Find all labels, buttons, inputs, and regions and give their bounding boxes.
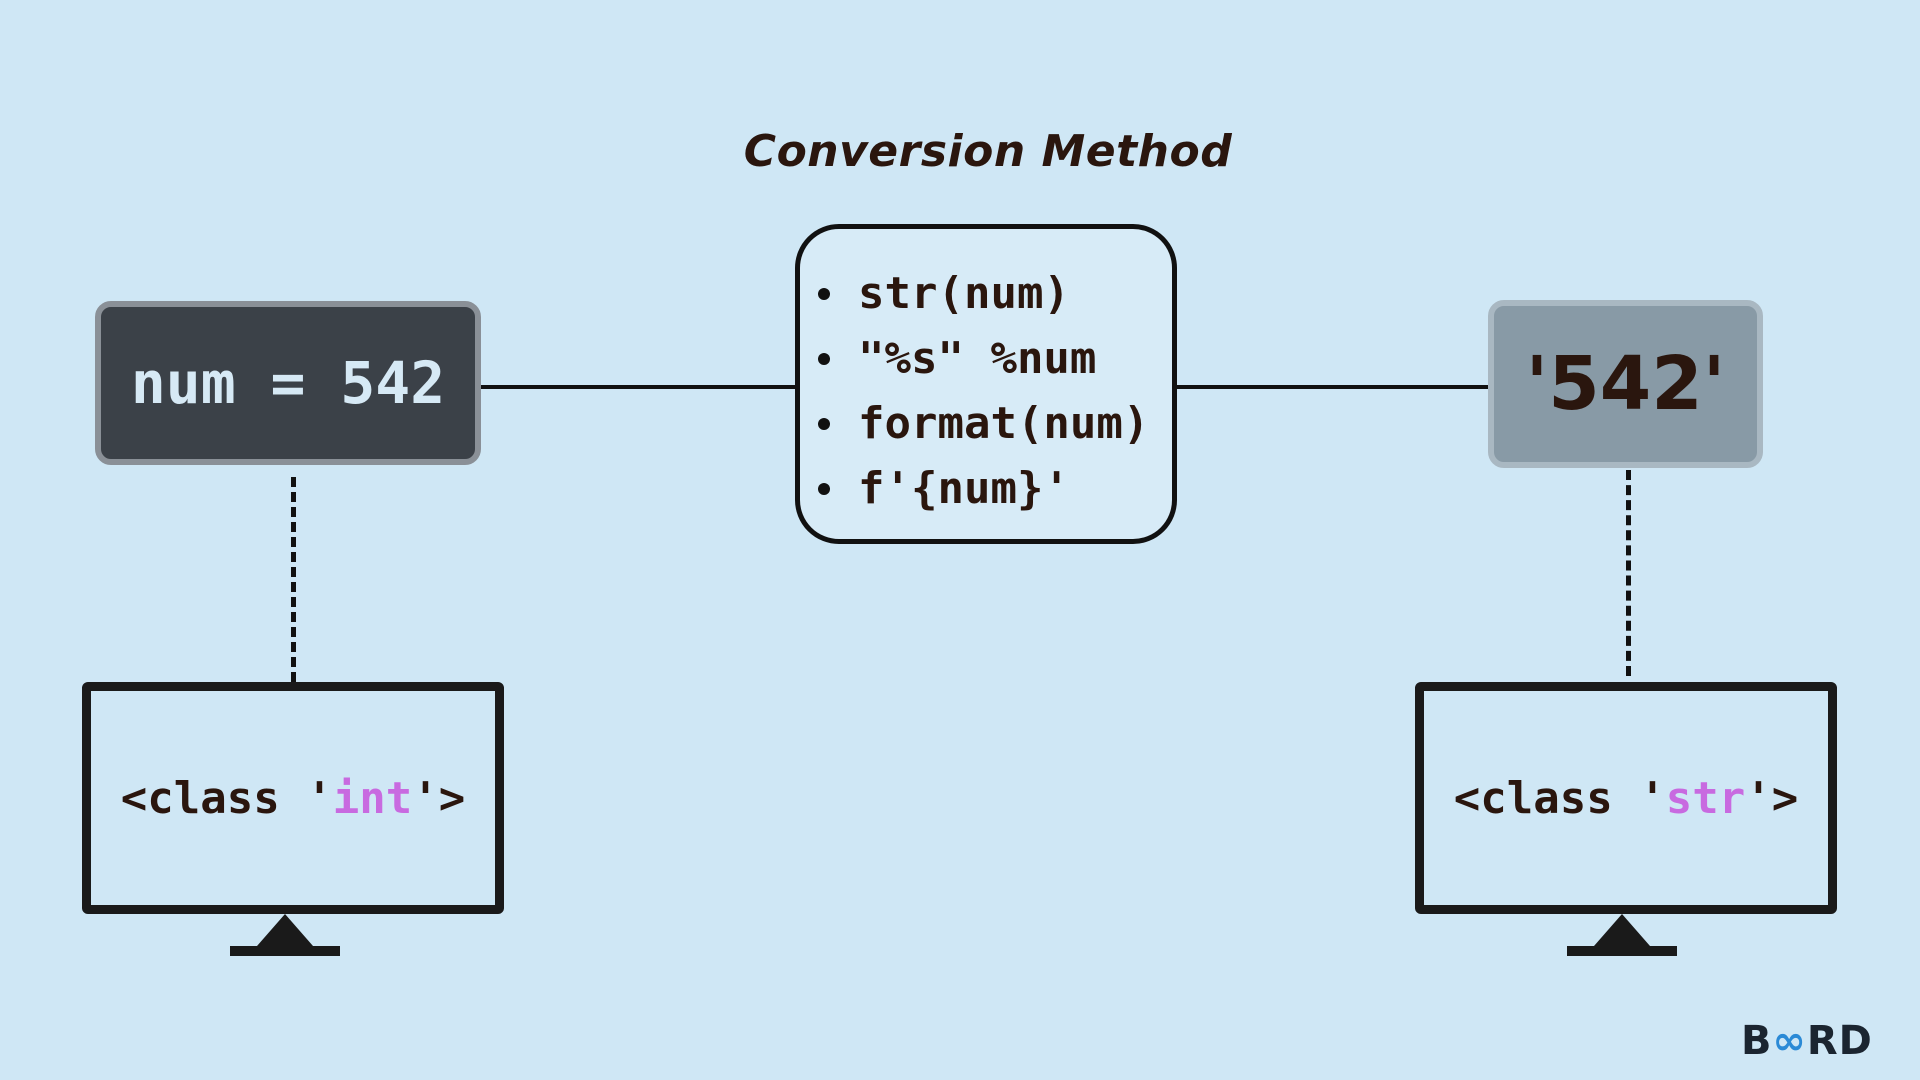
dashed-line-left — [291, 477, 296, 682]
type-name-int: int — [332, 772, 413, 824]
connector-right — [1177, 385, 1488, 389]
result-string-box: '542' — [1488, 300, 1763, 468]
monitor-screen-left: <class 'int'> — [82, 682, 504, 914]
method-item: str(num) — [818, 261, 1172, 326]
result-value: '542' — [1525, 341, 1726, 427]
bullet-icon — [818, 418, 830, 430]
conversion-methods-box: str(num) "%s" %num format(num) f'{num}' — [795, 224, 1177, 544]
monitor-base-left — [230, 946, 340, 956]
bullet-icon — [818, 288, 830, 300]
source-code: num = 542 — [130, 349, 446, 417]
board-logo: B∞RD — [1741, 1018, 1873, 1064]
monitor-left: <class 'int'> — [82, 682, 504, 956]
methods-list: str(num) "%s" %num format(num) f'{num}' — [818, 261, 1172, 521]
type-name-str: str — [1665, 772, 1746, 824]
method-item: "%s" %num — [818, 326, 1172, 391]
method-item: f'{num}' — [818, 456, 1172, 521]
monitor-screen-right: <class 'str'> — [1415, 682, 1837, 914]
class-output-left: <class 'int'> — [120, 772, 466, 824]
dashed-line-right — [1626, 470, 1631, 676]
infinity-icon: ∞ — [1772, 1018, 1807, 1064]
monitor-base-right — [1567, 946, 1677, 956]
bullet-icon — [818, 353, 830, 365]
monitor-stand-left — [257, 914, 313, 946]
source-variable-box: num = 542 — [95, 301, 481, 465]
monitor-right: <class 'str'> — [1415, 682, 1837, 956]
method-item: format(num) — [818, 391, 1172, 456]
monitor-stand-right — [1594, 914, 1650, 946]
diagram-title: Conversion Method — [743, 126, 1233, 177]
connector-left — [481, 385, 795, 389]
class-output-right: <class 'str'> — [1453, 772, 1799, 824]
bullet-icon — [818, 483, 830, 495]
